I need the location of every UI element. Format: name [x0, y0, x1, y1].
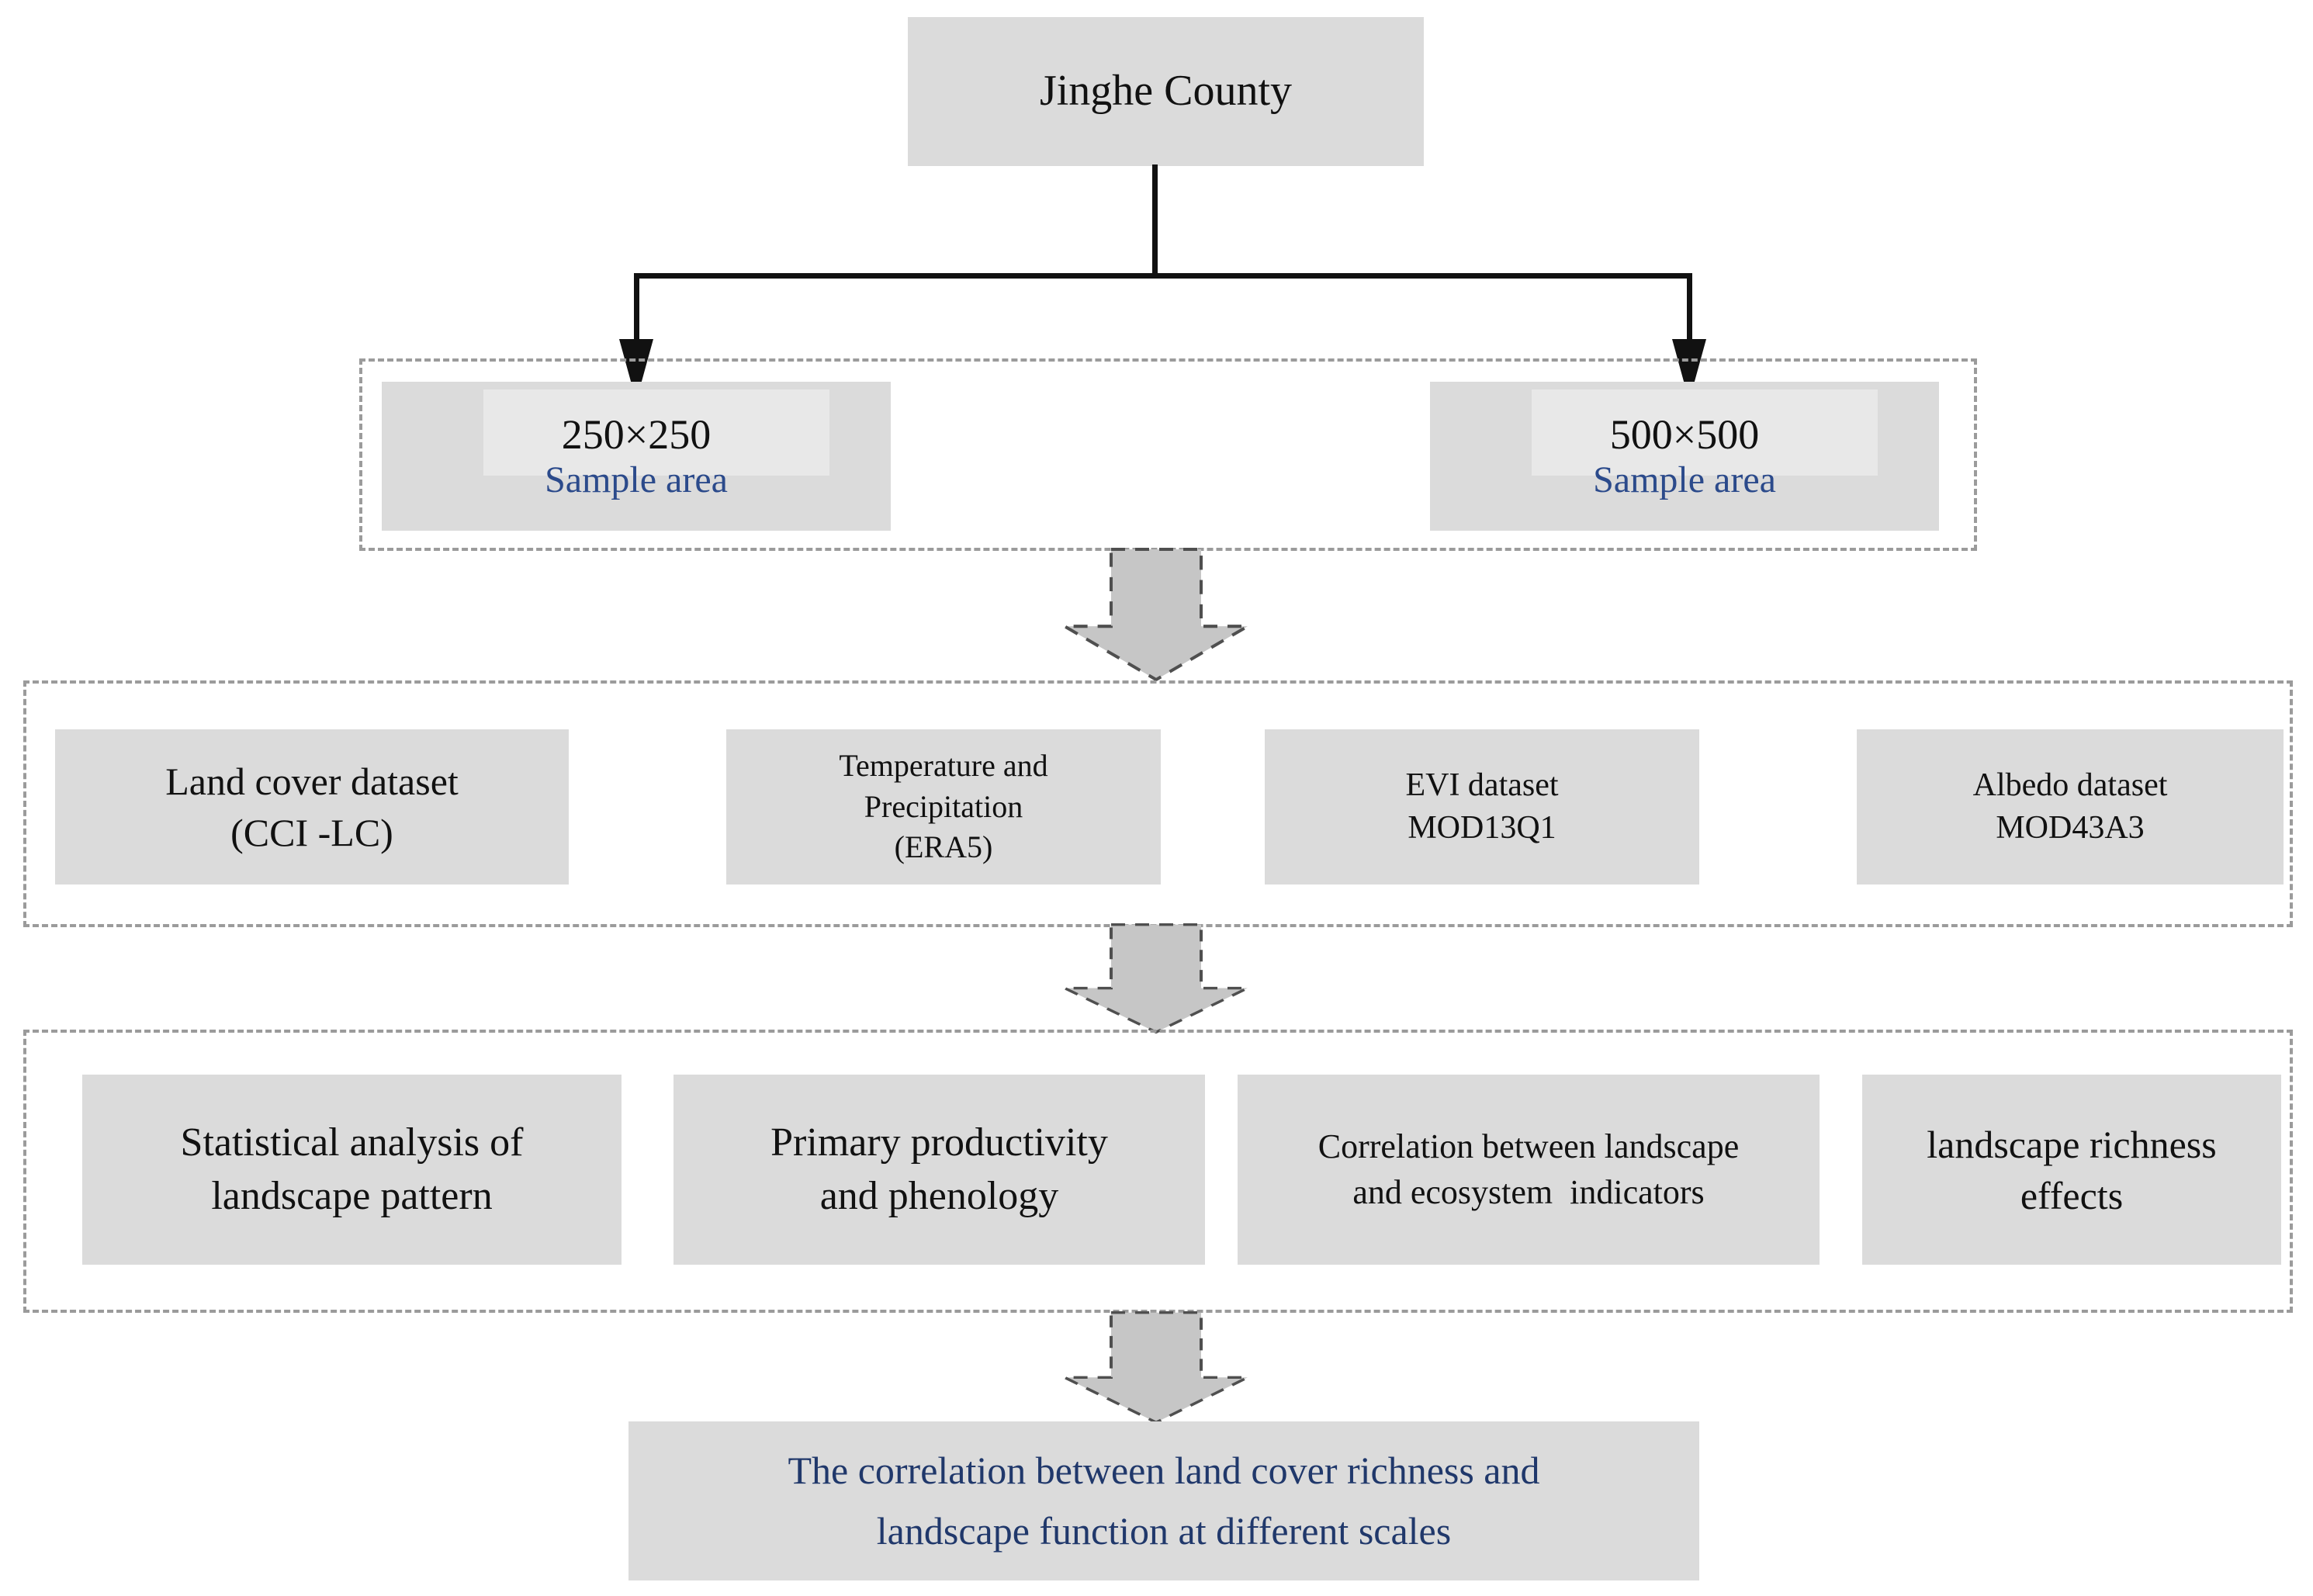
root-box: Jinghe County — [908, 17, 1424, 166]
box-text-line: Albedo dataset — [1972, 767, 2168, 803]
connector-right-drop-line — [1687, 273, 1692, 347]
box-text-line: Primary productivity — [770, 1120, 1108, 1165]
down-arrow-icon — [1063, 923, 1249, 1033]
sample-box-250: 250×250 Sample area — [382, 382, 891, 531]
down-arrow-icon — [1063, 1311, 1249, 1424]
box-text-line: EVI dataset — [1405, 767, 1559, 803]
box-text-line: landscape pattern — [211, 1173, 493, 1218]
box-text-line: and phenology — [819, 1173, 1059, 1218]
sample-box-250-highlight — [483, 389, 830, 476]
box-text-line: (CCI -LC) — [230, 811, 393, 854]
sample-size-label: 250×250 — [561, 411, 712, 459]
sample-size-label: 500×500 — [1609, 411, 1760, 459]
connector-vertical-line — [1152, 164, 1158, 279]
analysis-box-richness-effects: landscape richness effects — [1862, 1075, 2281, 1265]
root-box-label: Jinghe County — [1039, 67, 1293, 116]
box-text-line: Statistical analysis of — [180, 1120, 524, 1165]
analysis-box-productivity: Primary productivity and phenology — [673, 1075, 1205, 1265]
box-text-line: MOD13Q1 — [1408, 810, 1556, 846]
box-text-line: MOD43A3 — [1996, 810, 2145, 846]
box-text-line: effects — [2020, 1173, 2124, 1217]
connector-left-drop-line — [634, 273, 639, 347]
sample-area-label: Sample area — [545, 459, 728, 501]
dataset-box-climate: Temperature and Precipitation (ERA5) — [726, 729, 1161, 885]
box-text-line: Land cover dataset — [165, 760, 459, 803]
sample-box-500: 500×500 Sample area — [1430, 382, 1939, 531]
box-text-line: Precipitation — [864, 788, 1023, 824]
sample-area-label: Sample area — [1593, 459, 1776, 501]
analysis-box-landscape-pattern: Statistical analysis of landscape patter… — [82, 1075, 622, 1265]
dataset-box-landcover: Land cover dataset (CCI -LC) — [55, 729, 569, 885]
sample-box-500-highlight — [1532, 389, 1878, 476]
analysis-box-correlation: Correlation between landscape and ecosys… — [1238, 1075, 1820, 1265]
box-text-line: landscape richness — [1927, 1122, 2217, 1166]
box-text-line: The correlation between land cover richn… — [788, 1449, 1540, 1492]
box-text-line: (ERA5) — [894, 829, 993, 865]
connector-horizontal-line — [634, 273, 1692, 279]
analyses-group — [23, 1030, 2293, 1313]
box-text-line: Correlation between landscape — [1318, 1127, 1740, 1166]
dataset-box-albedo: Albedo dataset MOD43A3 — [1857, 729, 2284, 885]
box-text-line: and ecosystem indicators — [1352, 1172, 1705, 1211]
box-text-line: landscape function at different scales — [876, 1508, 1452, 1553]
box-text-line: Temperature and — [839, 747, 1048, 783]
down-arrow-icon — [1063, 548, 1249, 681]
dataset-box-evi: EVI dataset MOD13Q1 — [1265, 729, 1699, 885]
outcome-box: The correlation between land cover richn… — [628, 1421, 1699, 1580]
